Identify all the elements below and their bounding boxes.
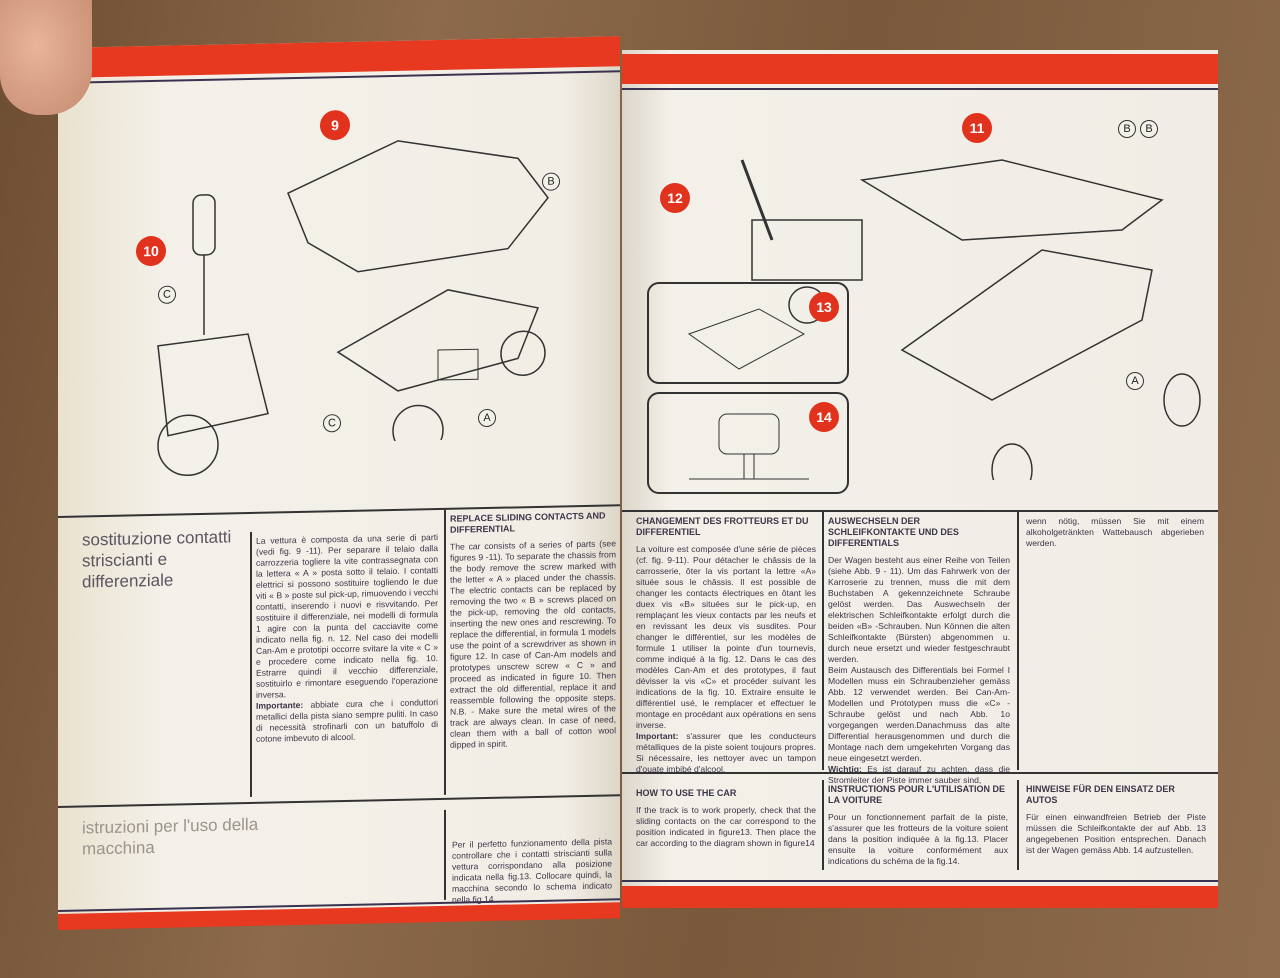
usage-title: istruzioni per l'uso della macchina [82,814,259,859]
figure-14-badge: 14 [809,402,839,432]
left-page: 9 10 B C C A sostituzione contatti stris… [58,36,620,930]
column-divider [250,531,252,797]
english-column: REPLACE SLIDING CONTACTS AND DIFFERENTIA… [450,510,616,750]
english-heading: REPLACE SLIDING CONTACTS AND DIFFERENTIA… [450,510,606,535]
section-rule [58,794,620,808]
top-rule [622,88,1218,90]
finger-holding-page [0,0,92,115]
section-title: sostituzione contatti striscianti e diff… [82,527,232,592]
label-b: B [1118,120,1136,138]
column-divider [822,780,824,870]
red-band-top [622,54,1218,84]
column-divider [1017,512,1019,770]
french-important-text: s'assurer que les conducteurs métallique… [636,731,816,774]
figure-13-badge: 13 [809,292,839,322]
german-use-text: Für einen einwandfreien Betrieb der Pist… [1026,812,1206,855]
french-use-heading: INSTRUCTIONS POUR L'UTILISATION DE LA VO… [828,784,1005,805]
italian-text: La vettura è composta da una serie di pa… [256,532,438,700]
figure-11-badge: 11 [962,113,992,143]
german-column: AUSWECHSELN DER SCHLEIFKONTAKTE UND DES … [828,516,1010,786]
column-divider [822,512,824,770]
right-page: 12 11 B B A 13 14 CHANGEMENT DES FROTTEU… [622,50,1218,908]
label-a: A [1126,372,1144,390]
chassis-contacts-illustration [687,308,806,370]
french-use-column: INSTRUCTIONS POUR L'UTILISATION DE LA VO… [828,784,1008,867]
car-on-track-illustration [689,413,809,480]
italian-important-label: Importante: [256,699,304,711]
figure-12-badge: 12 [660,183,690,213]
formula1-chassis-illustration [740,159,1201,480]
german-text: Der Wagen besteht aus einer Reihe von Te… [828,555,1010,664]
french-column: CHANGEMENT DES FROTTEURS ET DU DIFFERENT… [636,516,816,775]
column-divider [444,509,446,795]
german-text-2: Beim Austausch des Differentials bei For… [828,665,1010,763]
german-use-column: HINWEISE FÜR DEN EINSATZ DER AUTOS Für e… [1026,784,1206,856]
english-use-column: HOW TO USE THE CAR If the track is to wo… [636,788,816,849]
german-continuation: wenn nötig, müssen Sie mit einem alkohol… [1026,516,1204,548]
car-body-illustration [287,140,549,444]
figure-14-box: 14 [647,392,849,494]
french-use-text: Pour un fonctionnement parfait de la pis… [828,812,1008,866]
english-use-text: If the track is to work properly, check … [636,805,816,848]
french-important-label: Important: [636,731,679,741]
section-rule [622,510,1218,512]
screwdriver-illustration [157,194,269,477]
english-text: The car consists of a series of parts (s… [450,538,616,750]
english-use-heading: HOW TO USE THE CAR [636,788,737,798]
red-band-bottom [622,886,1218,908]
german-heading: AUSWECHSELN DER SCHLEIFKONTAKTE UND DES … [828,516,959,548]
figure-13-box: 13 [647,282,849,384]
column-divider [444,809,446,900]
label-b: B [1140,120,1158,138]
usage-text: Per il perfetto funzionamento della pist… [452,836,612,905]
bottom-rule [622,880,1218,882]
french-heading: CHANGEMENT DES FROTTEURS ET DU DIFFERENT… [636,516,809,537]
section-rule [622,772,1218,774]
german-important-label: Wichtig: [828,764,862,774]
german-important-text: Es ist darauf zu achten, dass die Stroml… [828,764,1010,785]
column-divider [1017,780,1019,870]
french-text: La voiture est composée d'une série de p… [636,544,816,730]
italian-column: La vettura è composta da una serie di pa… [256,532,438,745]
german-use-heading: HINWEISE FÜR DEN EINSATZ DER AUTOS [1026,784,1175,805]
